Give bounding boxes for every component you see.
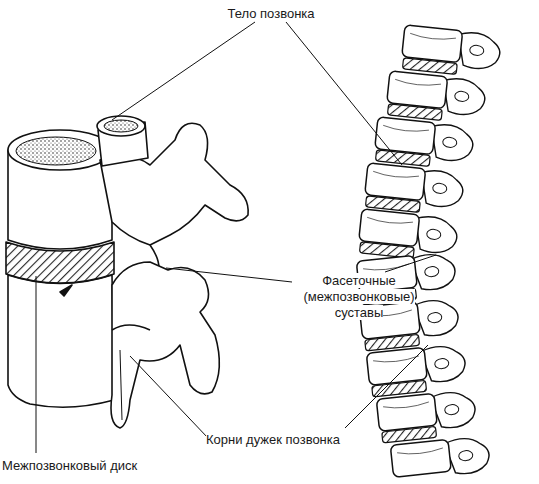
body-shading bbox=[410, 33, 456, 41]
body-shading bbox=[373, 171, 419, 179]
leader-line bbox=[286, 22, 402, 165]
body-shading bbox=[373, 356, 419, 364]
part-label: Фасеточные (межпозвонковые) суставы bbox=[303, 273, 414, 320]
part-label-box: Межпозвонковый диск bbox=[2, 458, 182, 474]
leader-line bbox=[166, 268, 292, 282]
body-shading bbox=[383, 402, 429, 410]
spine-vertebra bbox=[363, 163, 464, 217]
part-label: Тело позвонка bbox=[227, 6, 314, 21]
part-label: Корни дужек позвонка bbox=[206, 432, 340, 447]
vertebral-body bbox=[359, 209, 420, 247]
body-shading bbox=[363, 264, 409, 272]
facet-joint bbox=[469, 45, 484, 56]
part-label: Межпозвонковый диск bbox=[2, 458, 137, 473]
facet-joint bbox=[424, 266, 439, 277]
vertebral-body bbox=[402, 25, 463, 63]
spine-vertebra bbox=[373, 117, 474, 171]
spine-vertebra bbox=[385, 71, 486, 125]
body-shading bbox=[397, 448, 443, 456]
leader-lines bbox=[36, 22, 436, 453]
spine-vertebra bbox=[400, 25, 501, 79]
facet-joint bbox=[427, 312, 442, 323]
body-shading bbox=[395, 79, 441, 87]
spine-column bbox=[356, 25, 501, 481]
leader-line bbox=[112, 22, 255, 120]
vertebral-body bbox=[365, 163, 426, 201]
vertebral-body bbox=[375, 117, 436, 155]
facet-joint bbox=[426, 229, 441, 240]
part-label-box: Тело позвонка bbox=[200, 6, 342, 22]
vertebral-arch bbox=[444, 436, 491, 476]
leader-line bbox=[130, 356, 208, 438]
part-label-box: Корни дужек позвонка bbox=[206, 432, 396, 448]
spine-vertebra bbox=[366, 343, 467, 397]
facet-joint bbox=[442, 137, 457, 148]
facet-joint bbox=[434, 358, 449, 369]
leader-line bbox=[345, 345, 428, 428]
vertebral-body bbox=[366, 347, 427, 385]
intervertebral-disc bbox=[382, 426, 437, 443]
spine-vertebra bbox=[376, 389, 477, 443]
vertebral-body bbox=[387, 71, 448, 109]
facet-joint bbox=[444, 404, 459, 415]
vertebra-closeup bbox=[6, 116, 248, 428]
spine-vertebra bbox=[390, 435, 490, 481]
leader-line bbox=[385, 255, 436, 272]
vertebral-body bbox=[376, 393, 437, 431]
facet-joint bbox=[454, 91, 469, 102]
facet-joint bbox=[458, 450, 473, 461]
facet-joint bbox=[432, 183, 447, 194]
spine-vertebra bbox=[357, 209, 458, 263]
vertebral-arch bbox=[420, 344, 467, 384]
vertebral-body bbox=[390, 439, 451, 477]
part-label-box: Фасеточные (межпозвонковые) суставы bbox=[298, 273, 420, 321]
intervertebral-disc bbox=[402, 58, 457, 75]
vertebral-arch bbox=[410, 252, 457, 292]
leader-line bbox=[36, 276, 37, 453]
body-shading bbox=[383, 125, 429, 133]
vertebral-arch bbox=[413, 298, 460, 338]
vertebral-arch bbox=[430, 390, 477, 430]
body-shading bbox=[367, 217, 413, 225]
